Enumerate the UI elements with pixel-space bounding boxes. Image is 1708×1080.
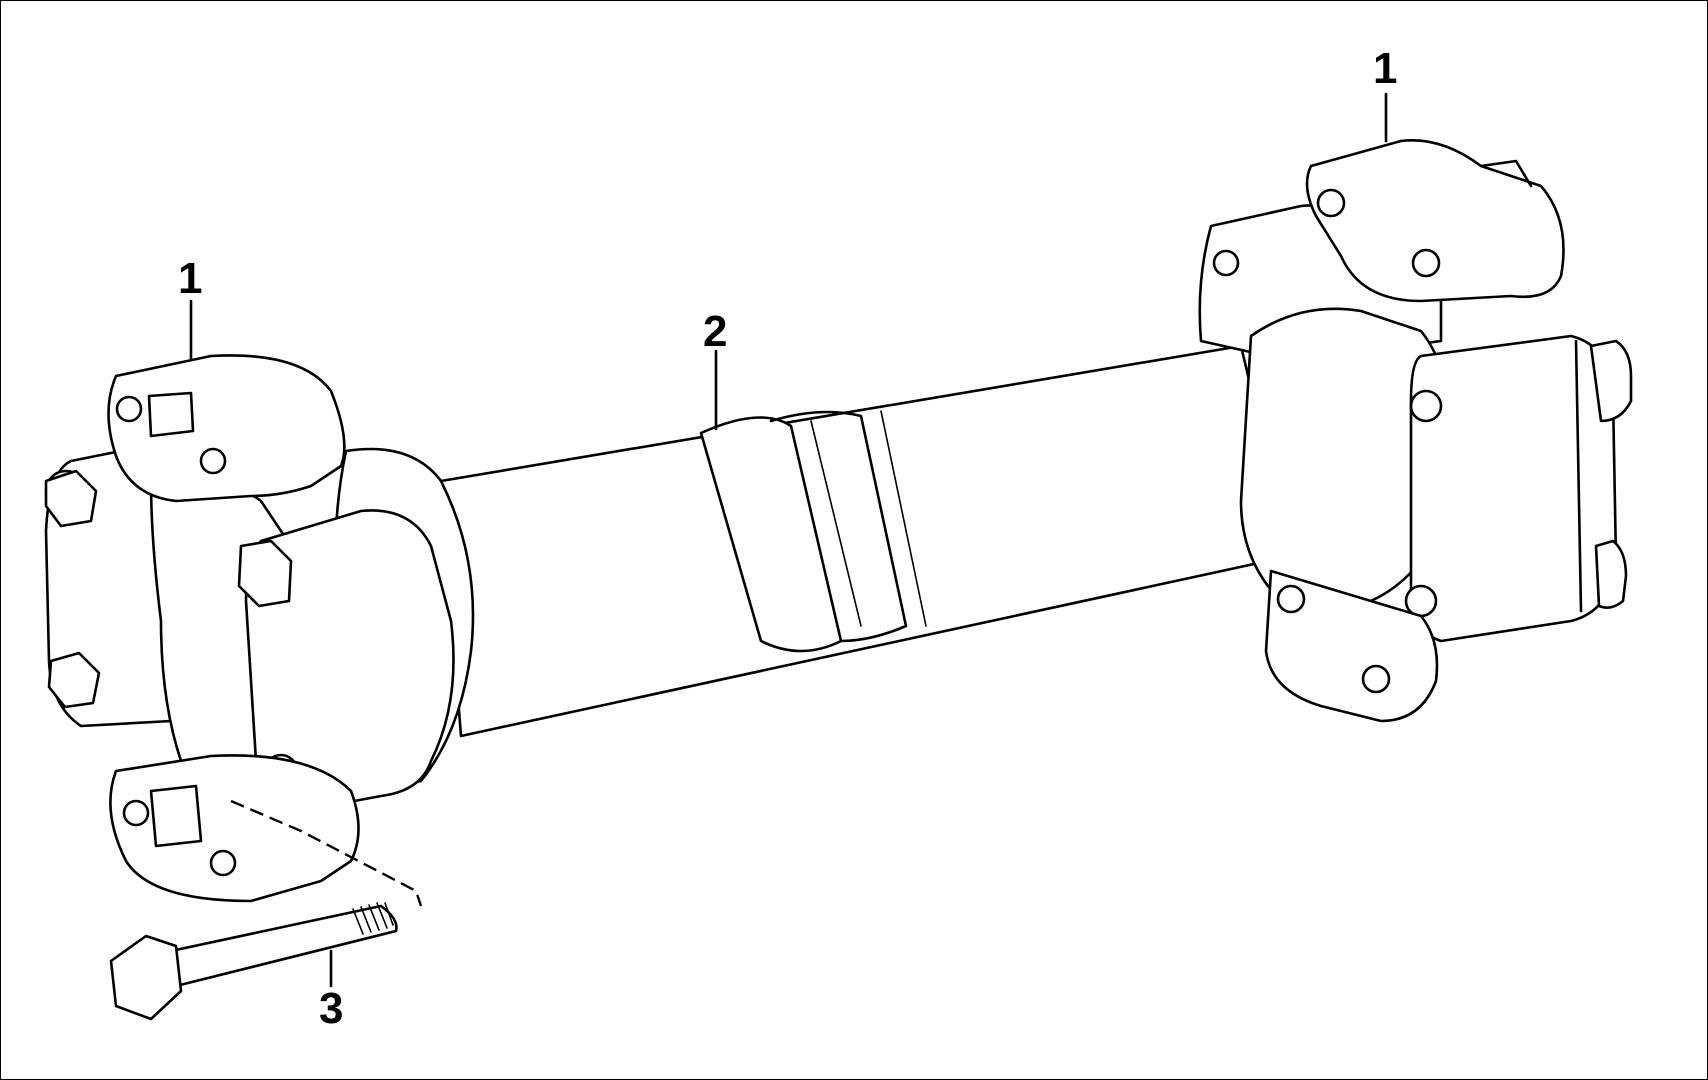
bolt-thread (352, 902, 394, 935)
callout-yoke-right: 1 (1373, 44, 1397, 93)
callout-shaft: 2 (703, 307, 727, 356)
shaft-tube (439, 344, 1293, 738)
leader-lines (189, 92, 1388, 988)
callout-yoke-left: 1 (178, 254, 202, 303)
callout-bolt: 3 (319, 984, 343, 1033)
right-yoke-assembly (1198, 139, 1633, 723)
bolt (109, 799, 423, 1021)
left-yoke-assembly (44, 354, 475, 903)
